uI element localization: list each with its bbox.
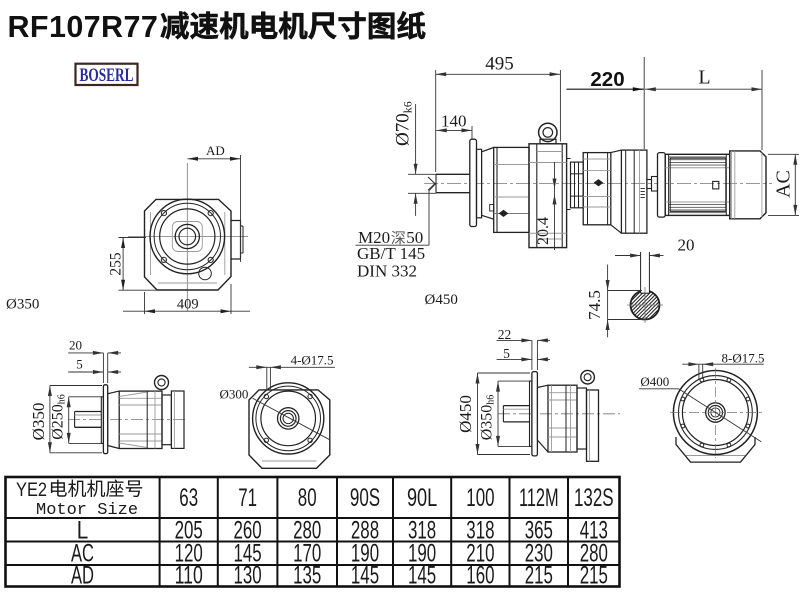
svg-text:M20: M20 bbox=[358, 228, 390, 247]
svg-text:210: 210 bbox=[466, 540, 494, 568]
svg-text:130: 130 bbox=[234, 562, 262, 590]
svg-text:Ø350h6: Ø350h6 bbox=[479, 395, 497, 441]
svg-text:140: 140 bbox=[441, 112, 467, 131]
svg-text:Ø450: Ø450 bbox=[425, 292, 458, 308]
svg-text:GB/T 145: GB/T 145 bbox=[357, 244, 425, 263]
svg-text:Ø400: Ø400 bbox=[640, 374, 669, 389]
svg-text:BOSERL: BOSERL bbox=[80, 65, 134, 86]
svg-text:190: 190 bbox=[351, 540, 379, 568]
svg-text:288: 288 bbox=[351, 517, 379, 545]
svg-text:AC: AC bbox=[71, 540, 94, 568]
svg-text:215: 215 bbox=[525, 562, 553, 590]
svg-text:495: 495 bbox=[485, 54, 514, 75]
svg-text:20: 20 bbox=[69, 338, 82, 353]
svg-text:80: 80 bbox=[298, 484, 317, 512]
svg-text:AD: AD bbox=[71, 562, 94, 590]
svg-text:63: 63 bbox=[179, 484, 198, 512]
svg-text:318: 318 bbox=[408, 517, 436, 545]
svg-text:5: 5 bbox=[503, 346, 510, 361]
svg-text:8-Ø17.5: 8-Ø17.5 bbox=[722, 351, 765, 366]
svg-text:20: 20 bbox=[678, 236, 695, 255]
svg-text:120: 120 bbox=[175, 540, 203, 568]
svg-text:Ø70k6: Ø70k6 bbox=[393, 101, 415, 146]
svg-text:190: 190 bbox=[408, 540, 436, 568]
svg-text:260: 260 bbox=[234, 517, 262, 545]
svg-text:4-Ø17.5: 4-Ø17.5 bbox=[291, 353, 334, 368]
svg-text:409: 409 bbox=[177, 297, 199, 313]
svg-text:Ø350: Ø350 bbox=[29, 403, 48, 441]
svg-text:50: 50 bbox=[406, 228, 423, 247]
svg-text:L: L bbox=[698, 67, 710, 89]
svg-text:YE2: YE2 bbox=[16, 479, 47, 501]
svg-text:Ø300: Ø300 bbox=[220, 387, 249, 402]
svg-text:Ø450: Ø450 bbox=[456, 395, 475, 433]
svg-text:205: 205 bbox=[175, 517, 203, 545]
svg-text:74.5: 74.5 bbox=[585, 290, 604, 320]
svg-text:20.4: 20.4 bbox=[535, 217, 552, 245]
svg-text:220: 220 bbox=[590, 68, 624, 91]
svg-text:145: 145 bbox=[408, 562, 436, 590]
svg-text:135: 135 bbox=[293, 562, 321, 590]
svg-text:365: 365 bbox=[525, 517, 553, 545]
svg-text:230: 230 bbox=[525, 540, 553, 568]
svg-text:318: 318 bbox=[466, 517, 494, 545]
svg-text:5: 5 bbox=[76, 357, 83, 372]
svg-text:AD: AD bbox=[206, 143, 225, 158]
svg-text:DIN 332: DIN 332 bbox=[357, 262, 417, 281]
svg-text:413: 413 bbox=[580, 517, 608, 545]
svg-text:145: 145 bbox=[234, 540, 262, 568]
svg-text:100: 100 bbox=[466, 484, 494, 512]
svg-text:170: 170 bbox=[293, 540, 321, 568]
svg-text:280: 280 bbox=[580, 540, 608, 568]
svg-text:90S: 90S bbox=[350, 484, 380, 512]
svg-text:280: 280 bbox=[293, 517, 321, 545]
svg-text:71: 71 bbox=[238, 484, 257, 512]
svg-text:255: 255 bbox=[107, 252, 124, 276]
svg-text:132S: 132S bbox=[574, 484, 614, 512]
svg-text:Ø350: Ø350 bbox=[6, 297, 39, 313]
svg-text:215: 215 bbox=[580, 562, 608, 590]
svg-text:160: 160 bbox=[466, 562, 494, 590]
svg-text:Ø250h6: Ø250h6 bbox=[50, 394, 68, 440]
svg-text:112M: 112M bbox=[519, 484, 559, 512]
svg-text:90L: 90L bbox=[407, 484, 437, 512]
svg-text:145: 145 bbox=[351, 562, 379, 590]
svg-text:AC: AC bbox=[773, 170, 795, 198]
svg-text:22: 22 bbox=[498, 327, 512, 342]
svg-text:RF107R77: RF107R77 bbox=[8, 10, 159, 44]
svg-text:Motor Size: Motor Size bbox=[36, 501, 138, 520]
svg-text:L: L bbox=[77, 517, 89, 545]
svg-text:110: 110 bbox=[175, 562, 203, 590]
